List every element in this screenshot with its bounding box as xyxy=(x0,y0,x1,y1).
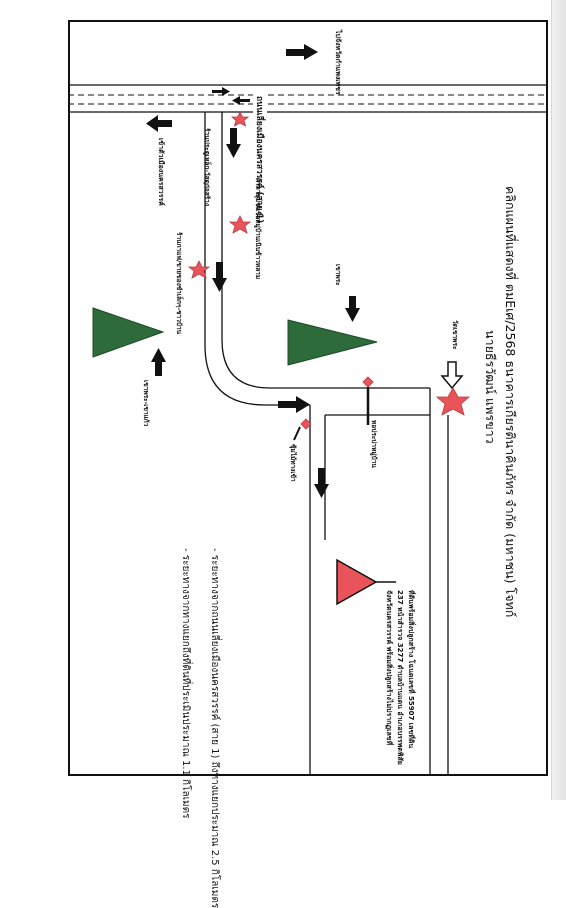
label-house: ซุ้มไม้ทางเข้า xyxy=(289,444,297,482)
label-water-tower: หอประปาหมู่บ้าน xyxy=(370,420,378,468)
property-desc: พร้อมสิ่งปลูกสร้างไม่ปรากฏเลขที่ xyxy=(385,646,393,746)
arrow-icon xyxy=(232,96,250,105)
label-top-road: ไปจังหวัดกำแพงเพชร xyxy=(334,30,342,95)
mountain-icon xyxy=(92,307,165,358)
diamond-landmark-icon xyxy=(300,418,312,430)
label-khao-kaew: เขาพระ-เขาแก้ว xyxy=(142,380,150,427)
label-khao-pa: เขาพระ xyxy=(334,264,342,286)
arrow-icon xyxy=(151,348,166,376)
star-landmark-icon xyxy=(187,260,211,279)
page-edge xyxy=(551,0,566,800)
property-triangle-icon xyxy=(336,558,378,606)
arrow-icon xyxy=(286,44,318,60)
star-landmark-icon xyxy=(230,111,250,127)
label-temple: วัดเขาพระ xyxy=(451,320,459,350)
label-car-shop: ร้านกาแฟ/ขายของชำเล็กๆ-ชาวบ้าน xyxy=(175,232,183,335)
label-shop-store: ร้านประตูเหล็ก-วัสดุก่อสร้าง xyxy=(203,128,211,206)
side-road-left-edge xyxy=(204,112,310,406)
arrow-icon xyxy=(212,262,227,292)
route-map xyxy=(68,44,548,776)
label-property: ที่ดินพร้อมสิ่งปลูกสร้าง โฉนดเลขที่ 5590… xyxy=(383,590,416,765)
side-road-right-edge xyxy=(221,112,430,389)
arrow-icon xyxy=(345,296,360,322)
arrow-icon xyxy=(314,468,329,498)
hollow-arrow-icon xyxy=(440,361,464,390)
arrow-icon xyxy=(146,115,172,132)
arrow-icon xyxy=(278,396,310,413)
note-distance-2: - ระยะทางจากทางแยกถึงที่ดินที่ประเมินประ… xyxy=(180,548,191,819)
label-to-city: เข้าตัวเมืองนครสวรรค์ xyxy=(157,138,165,206)
mountain-icon xyxy=(287,319,378,366)
arrow-icon xyxy=(226,128,241,158)
label-hall: ศาลาชุมชนชื่อหมู่บ้านเนินข้าวหลาม xyxy=(254,178,262,280)
map-title-line2: นายธีรวัฒน์ แพรขาว xyxy=(483,330,498,444)
diamond-landmark-icon xyxy=(362,376,374,388)
star-landmark-icon xyxy=(435,387,471,416)
star-landmark-icon xyxy=(228,215,252,234)
map-title-line1: คลิกแผนที่แสดงที่ ตมEเศ/2568 ธนาคารเกียร… xyxy=(503,186,518,618)
arrow-icon xyxy=(212,87,230,96)
map-frame xyxy=(68,20,548,776)
note-distance-1: - ระยะทางจากถนนเลี่ยงเมืองนครสวรรค์ (สาย… xyxy=(209,548,220,908)
